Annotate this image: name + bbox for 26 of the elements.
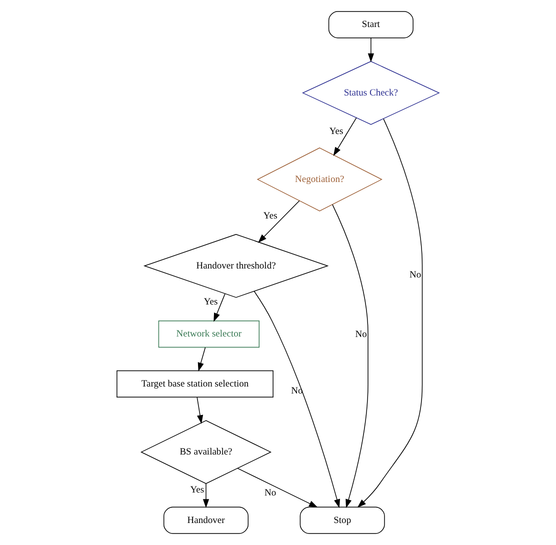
node-diamond: Status Check?	[302, 60, 440, 125]
edge-label: No	[264, 488, 276, 498]
node-diamond: BS available?	[140, 420, 272, 484]
arrow	[254, 290, 340, 508]
edge-label: Yes	[204, 298, 218, 308]
node-box: Target base station selection	[116, 370, 274, 398]
node-box: Handover	[163, 506, 249, 534]
edge-label: No	[291, 386, 303, 397]
edge-label: Yes	[329, 126, 344, 137]
arrow	[237, 468, 318, 508]
node-box: Start	[328, 11, 414, 38]
arrow	[214, 293, 226, 322]
edge-label: No	[355, 330, 367, 340]
edge-label: Yes	[263, 212, 278, 222]
node-box: Stop	[300, 506, 385, 534]
arrow	[333, 117, 357, 156]
arrow	[198, 347, 206, 372]
arrow	[258, 200, 300, 243]
node-box: Network selector	[158, 320, 260, 348]
edge-label: Yes	[190, 486, 204, 496]
arrow	[332, 204, 368, 508]
edge-label: No	[409, 270, 422, 280]
arrow	[357, 118, 423, 508]
arrow	[196, 396, 204, 424]
arrow	[202, 483, 210, 508]
arrow	[368, 38, 374, 62]
